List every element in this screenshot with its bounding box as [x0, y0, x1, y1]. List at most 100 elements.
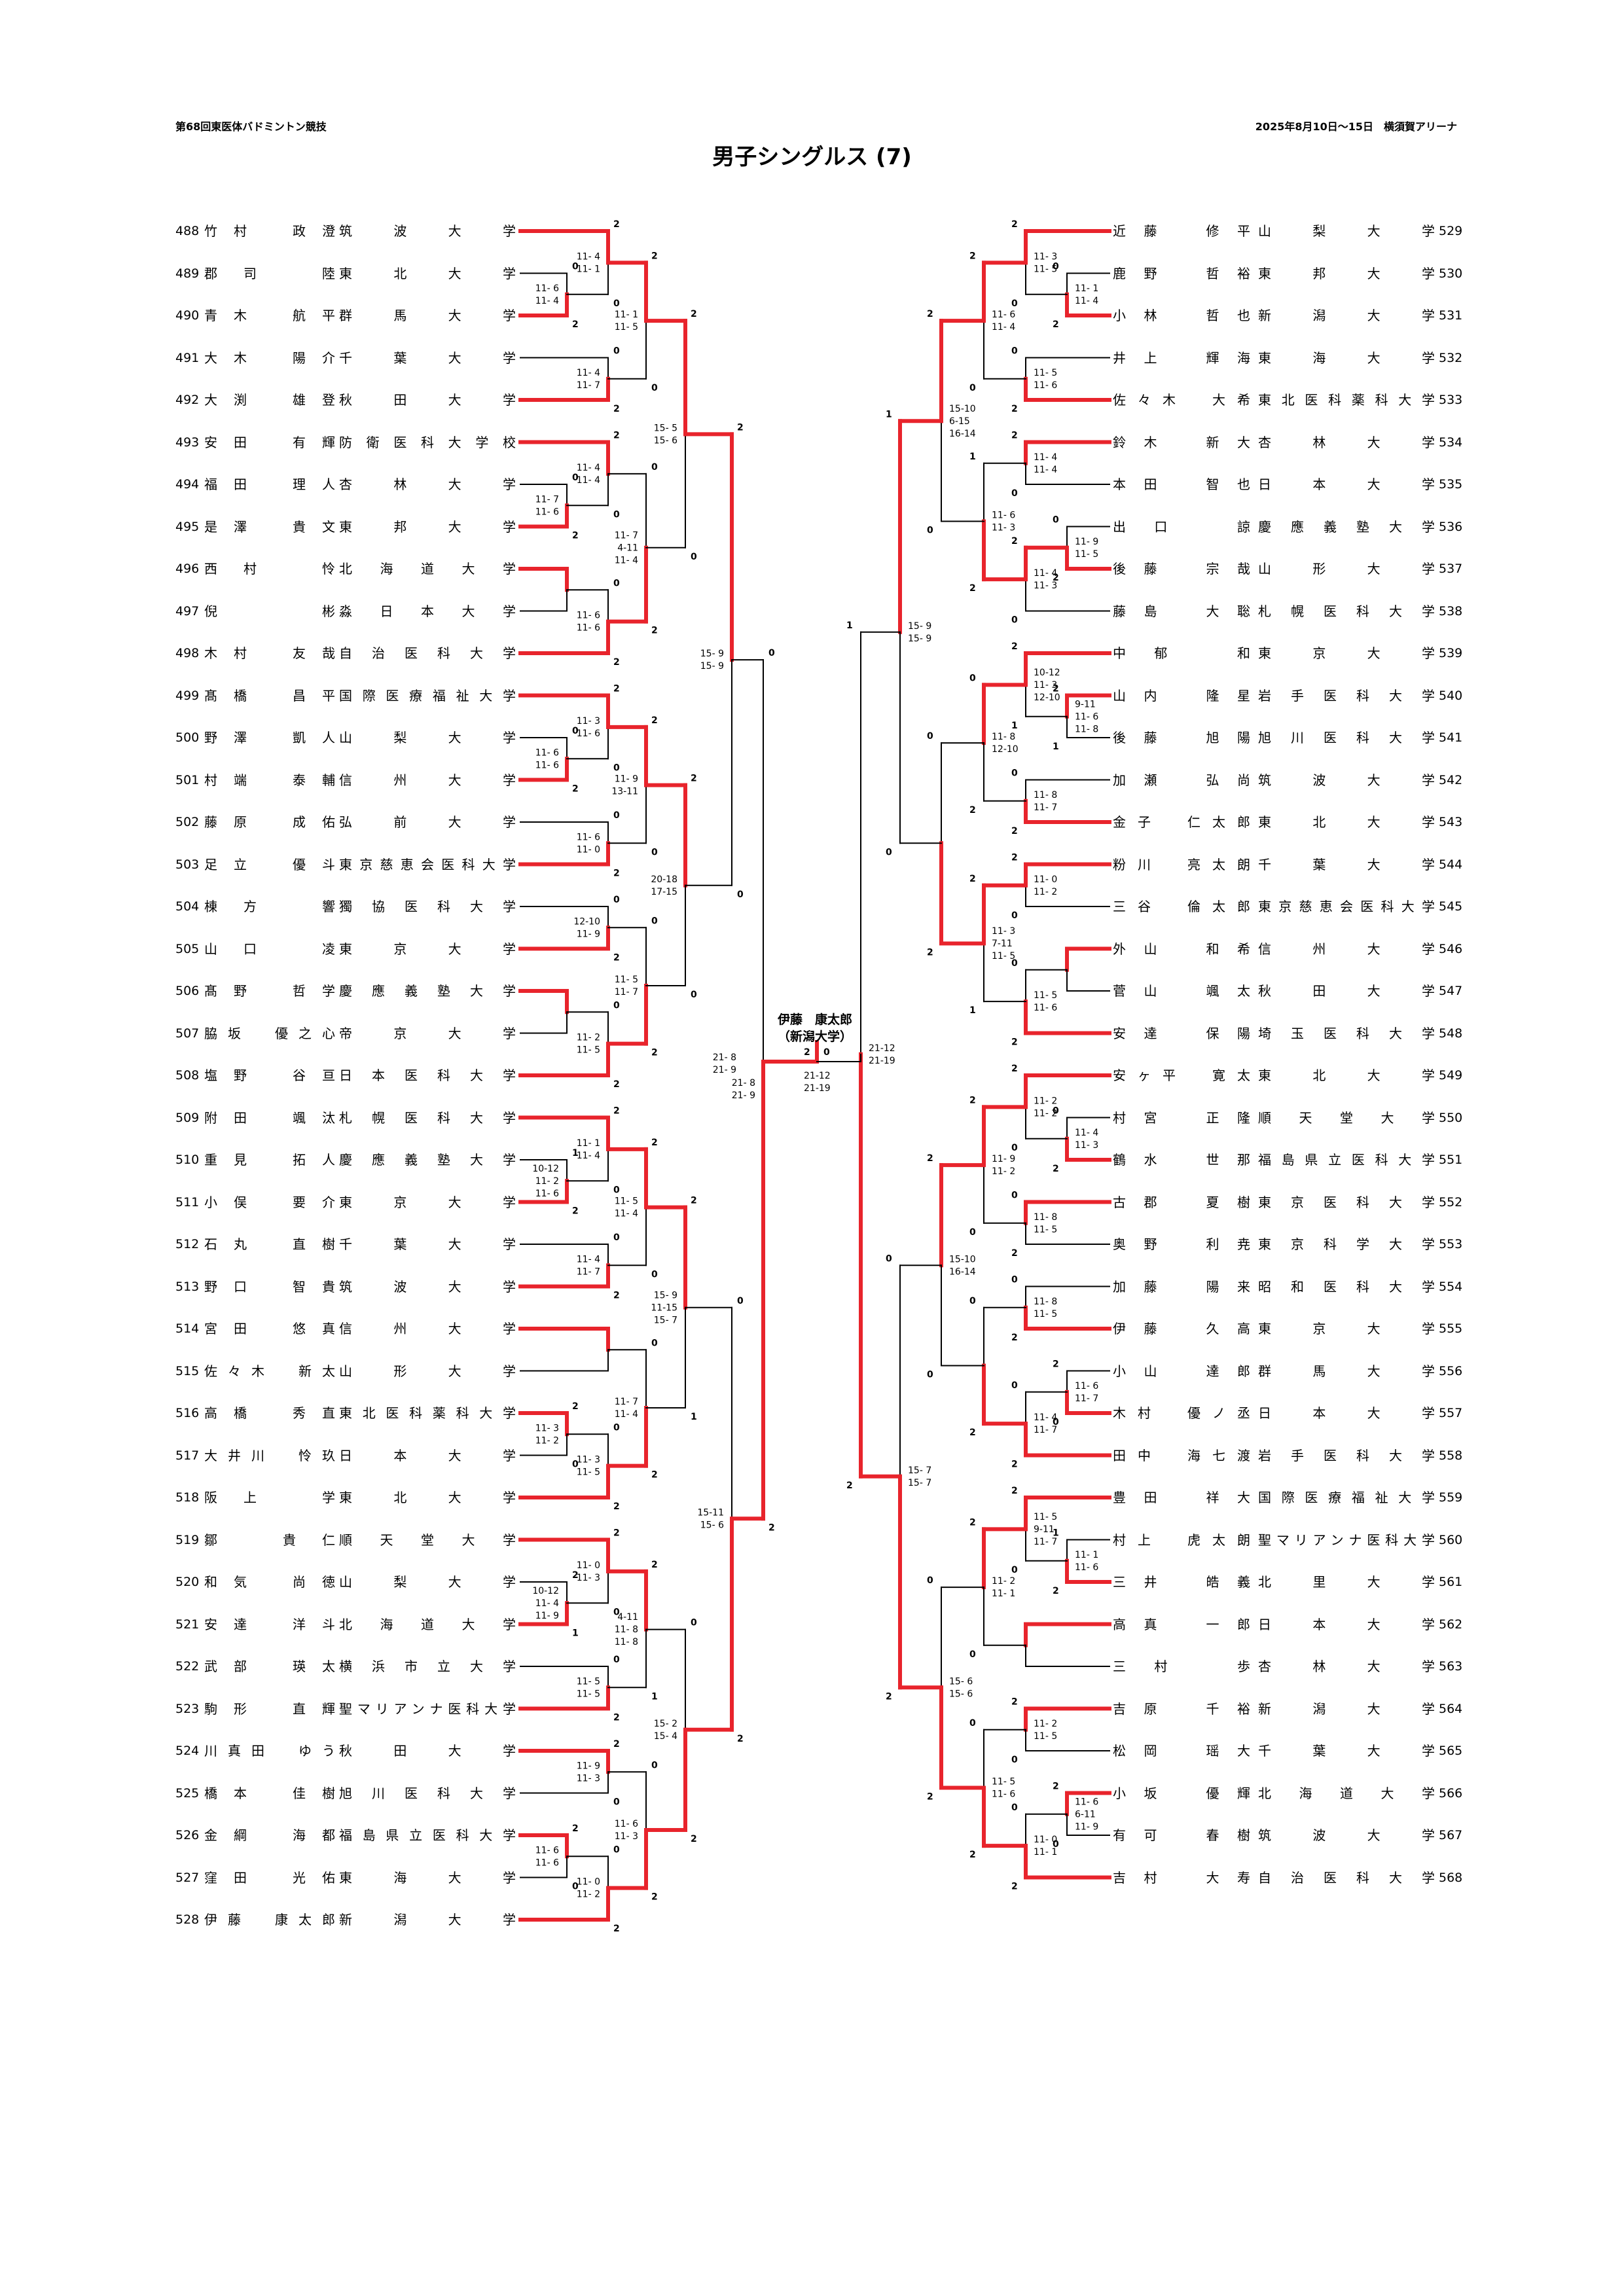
- player-name: 村上 虎太朗: [1113, 1532, 1250, 1548]
- score-text: 11- 9: [992, 1154, 1015, 1164]
- game-count: 2: [927, 1791, 933, 1802]
- player-no: 515: [175, 1363, 200, 1378]
- game-count: 0: [1011, 1755, 1018, 1765]
- champion-university: （新潟大学）: [777, 1030, 852, 1044]
- score-text: 11- 6: [1075, 1562, 1098, 1573]
- player-no: 540: [1439, 688, 1463, 703]
- player-no: 503: [175, 857, 200, 872]
- score-text: 11- 4: [577, 251, 600, 262]
- score-text: 11- 4: [992, 322, 1015, 332]
- game-count: 0: [969, 1296, 976, 1306]
- score-text: 11- 5: [615, 1196, 638, 1207]
- game-count: 2: [691, 1196, 697, 1206]
- game-count: 0: [1053, 1106, 1059, 1117]
- score-text: 11- 2: [535, 1176, 559, 1187]
- player-name: 吉原 千裕: [1113, 1700, 1250, 1717]
- player-no: 556: [1439, 1363, 1463, 1378]
- game-count: 2: [1011, 1064, 1018, 1074]
- score-text: 15- 7: [908, 1478, 931, 1488]
- player-univ: 自治医科大学: [1258, 1869, 1435, 1886]
- player-univ: 秋田大学: [339, 392, 516, 408]
- score-text: 11- 2: [1034, 1719, 1057, 1729]
- game-count: 2: [969, 1427, 976, 1438]
- player-no: 546: [1439, 941, 1463, 956]
- score-text: 11- 7: [1034, 1537, 1057, 1547]
- player-univ: 東京医科大学: [1258, 1194, 1435, 1210]
- player-name: 鹿野 哲裕: [1113, 265, 1250, 281]
- player-univ: 獨協医科大学: [339, 899, 516, 914]
- player-name: 出口 諒: [1113, 518, 1250, 535]
- player-name: 宮田 悠真: [204, 1321, 335, 1336]
- game-count: 0: [651, 1760, 658, 1770]
- score-text: 12-10: [573, 916, 600, 927]
- score-text: 10-12: [532, 1586, 559, 1596]
- game-count: 2: [927, 309, 933, 319]
- score-text: 11- 1: [577, 264, 600, 274]
- player-univ: 秋田大学: [339, 1743, 516, 1759]
- page-title: 男子シングルス (7): [712, 144, 912, 170]
- player-no: 532: [1439, 350, 1463, 365]
- player-no: 567: [1439, 1828, 1463, 1842]
- score-text: 10-12: [532, 1164, 559, 1174]
- score-text: 11- 4: [1075, 296, 1098, 306]
- player-univ: 杏林大学: [339, 476, 516, 492]
- game-count: 2: [613, 1528, 620, 1539]
- player-univ: 東京科学大学: [1258, 1236, 1435, 1252]
- score-text: 11- 3: [1075, 1140, 1098, 1151]
- game-count: 2: [651, 1470, 658, 1480]
- player-no: 553: [1439, 1237, 1463, 1251]
- player-no: 530: [1439, 266, 1463, 281]
- player-name: 三井 皓義: [1113, 1574, 1250, 1590]
- player-univ: 山梨大学: [339, 1574, 516, 1590]
- score-text: 15- 6: [949, 1676, 973, 1687]
- player-univ: 岩手医科大学: [1258, 687, 1435, 704]
- score-text: 11- 2: [577, 1033, 600, 1043]
- player-name: 福田 理人: [204, 476, 335, 492]
- player-no: 528: [175, 1912, 200, 1927]
- player-name: 重見 拓人: [204, 1152, 335, 1168]
- game-count: 0: [768, 648, 775, 658]
- player-name: 藤島 大聡: [1113, 603, 1250, 619]
- player-no: 542: [1439, 772, 1463, 787]
- player-univ: 旭川医科大学: [1258, 730, 1435, 745]
- player-univ: 埼玉医科大学: [1258, 1025, 1435, 1041]
- game-count: 0: [823, 1047, 830, 1058]
- score-text: 11- 6: [577, 623, 600, 634]
- score-text: 11- 2: [1034, 1108, 1057, 1119]
- score-text: 11- 6: [1034, 1003, 1057, 1013]
- player-name: 阪上 学: [204, 1490, 335, 1505]
- game-count: 0: [613, 1185, 620, 1195]
- game-count: 0: [613, 762, 620, 773]
- player-name: 安達 保陽: [1113, 1025, 1250, 1041]
- score-text: 21-19: [804, 1083, 831, 1094]
- game-count: 0: [572, 473, 579, 483]
- game-count: 2: [1011, 536, 1018, 547]
- score-text: 15- 7: [908, 1465, 931, 1476]
- player-univ: 北海道大学: [339, 1616, 516, 1632]
- score-text: 11- 0: [1034, 1835, 1057, 1845]
- score-text: 15-11: [697, 1507, 724, 1518]
- score-text: 11- 0: [577, 1560, 600, 1571]
- player-univ: 信州大学: [1258, 941, 1435, 957]
- player-name: 山内 隆星: [1113, 687, 1250, 704]
- score-text: 15- 9: [908, 621, 931, 632]
- player-no: 566: [1439, 1785, 1463, 1801]
- player-name: 加瀬 弘尚: [1113, 772, 1250, 788]
- player-univ: 自治医科大学: [339, 645, 516, 661]
- player-no: 541: [1439, 730, 1463, 745]
- player-no: 539: [1439, 646, 1463, 660]
- player-name: 金子 仁太郎: [1113, 814, 1250, 830]
- player-name: 棟方 響: [204, 899, 335, 914]
- player-univ: 日本大学: [1258, 476, 1435, 492]
- score-text: 13-11: [611, 787, 638, 797]
